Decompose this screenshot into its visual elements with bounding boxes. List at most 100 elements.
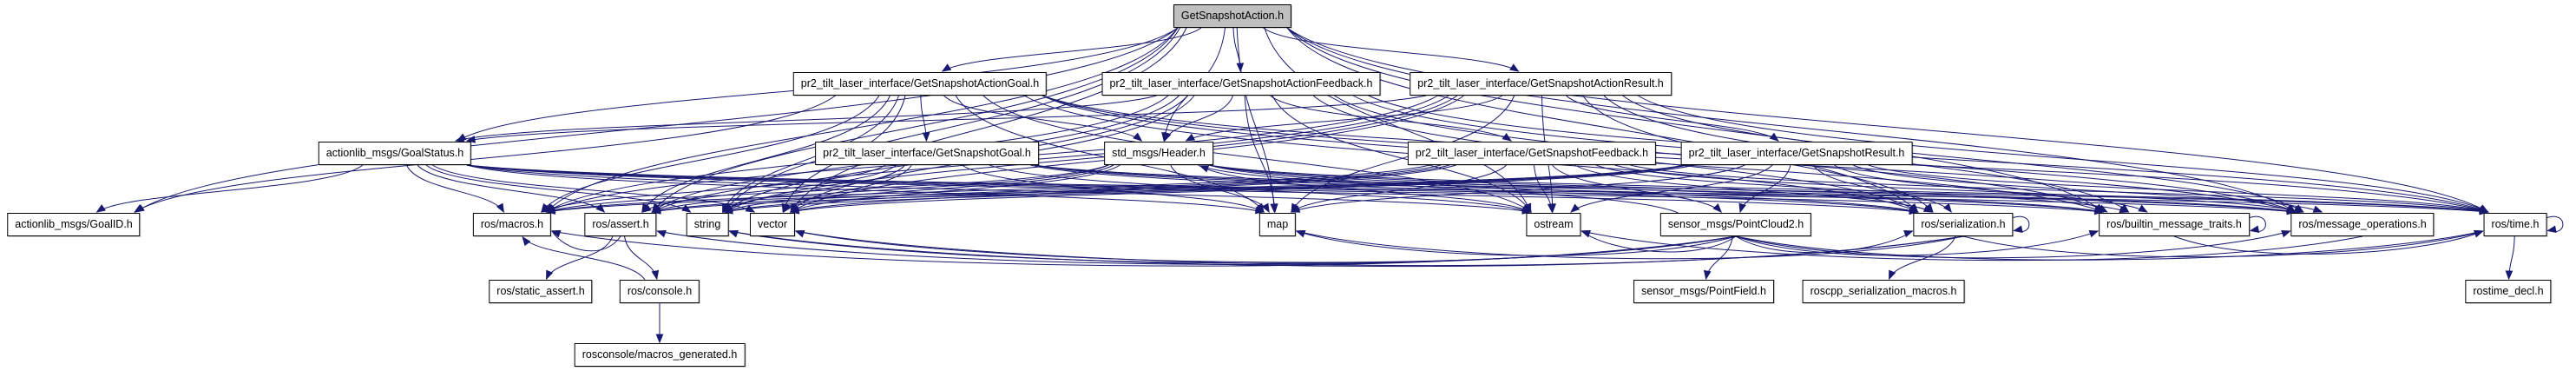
- edge-line: [1296, 230, 1737, 256]
- edge-arrowhead: [2249, 225, 2260, 233]
- edge-arrowhead: [1580, 230, 1591, 238]
- graph-node-afb[interactable]: pr2_tilt_laser_interface/GetSnapshotActi…: [1101, 72, 1381, 96]
- edge-line: [1198, 164, 1531, 213]
- edge-arrowhead: [1254, 204, 1265, 213]
- edge-line: [1199, 165, 1679, 214]
- edge-arrowhead: [1712, 203, 1723, 213]
- edge-line: [1270, 95, 1512, 142]
- graph-node-rsm[interactable]: roscpp_serialization_macros.h: [1802, 280, 1965, 303]
- graph-node-pc2[interactable]: sensor_msgs/PointCloud2.h: [1659, 213, 1812, 236]
- edge-line: [546, 164, 1430, 213]
- edge-line: [989, 164, 1531, 213]
- edge-line: [1368, 95, 2488, 213]
- edge-arrowhead: [922, 132, 930, 142]
- graph-node-root: GetSnapshotAction.h: [1173, 4, 1292, 28]
- graph-node-rmg[interactable]: rosconsole/macros_generated.h: [574, 343, 746, 367]
- edge-arrowhead: [1509, 63, 1520, 72]
- edge-arrowhead: [522, 235, 531, 247]
- graph-node-rdecl[interactable]: rostime_decl.h: [2465, 280, 2552, 303]
- edge-line: [546, 27, 1179, 213]
- edge-arrowhead: [1295, 230, 1306, 238]
- graph-node-pfield[interactable]: sensor_msgs/PointField.h: [1633, 280, 1774, 303]
- graph-node-mop[interactable]: ros/message_operations.h: [2290, 213, 2435, 236]
- graph-node-macros[interactable]: ros/macros.h: [472, 213, 552, 236]
- edge-line: [546, 235, 614, 280]
- edge-line: [642, 164, 897, 213]
- edge-arrowhead: [728, 230, 739, 238]
- graph-node-map[interactable]: map: [1258, 213, 1297, 236]
- graph-node-assert[interactable]: ros/assert.h: [584, 213, 657, 236]
- edge-line: [1286, 27, 2104, 213]
- edge-arrowhead: [1909, 206, 1919, 214]
- graph-node-goalid[interactable]: actionlib_msgs/GoalID.h: [7, 213, 141, 236]
- edge-line: [1291, 164, 1508, 213]
- edge-line: [1834, 164, 2147, 213]
- edge-arrowhead: [1903, 230, 1914, 238]
- edge-line: [1868, 164, 2488, 213]
- edge-line: [425, 164, 691, 213]
- edge-arrowhead: [2093, 206, 2105, 215]
- graph-node-vector[interactable]: vector: [749, 213, 796, 236]
- edge-arrowhead: [2013, 225, 2023, 233]
- edge-arrowhead: [1261, 202, 1270, 214]
- edge-arrowhead: [1547, 203, 1555, 214]
- edge-line: [1263, 27, 1519, 72]
- edge-line: [1286, 27, 1918, 213]
- edge-line: [1236, 27, 1275, 213]
- edge-arrowhead: [1133, 132, 1143, 142]
- edge-line: [1291, 95, 1515, 213]
- edge-arrowhead: [2119, 205, 2129, 214]
- edge-arrowhead: [1889, 269, 1896, 281]
- graph-node-agoal[interactable]: pr2_tilt_laser_interface/GetSnapshotActi…: [792, 72, 1048, 96]
- graph-node-time[interactable]: ros/time.h: [2483, 213, 2547, 236]
- edge-arrowhead: [1703, 269, 1712, 281]
- graph-node-sgoal[interactable]: pr2_tilt_laser_interface/GetSnapshotGoal…: [815, 142, 1039, 165]
- edge-arrowhead: [1738, 202, 1746, 214]
- graph-node-ser[interactable]: ros/serialization.h: [1913, 213, 2014, 236]
- graph-node-gstatus[interactable]: actionlib_msgs/GoalStatus.h: [318, 142, 472, 165]
- edge-arrowhead: [794, 230, 805, 238]
- edge-line: [722, 164, 906, 213]
- edge-arrowhead: [1942, 202, 1953, 214]
- edge-line: [1208, 164, 1918, 213]
- edge-line: [1735, 230, 2290, 259]
- graph-node-ares[interactable]: pr2_tilt_laser_interface/GetSnapshotActi…: [1410, 72, 1672, 96]
- edge-arrowhead: [641, 204, 652, 213]
- edge-line: [1812, 164, 1952, 213]
- edge-line: [942, 27, 1202, 72]
- edge-line: [466, 164, 1265, 213]
- edge-line: [2173, 230, 2483, 255]
- edge-line: [406, 164, 504, 213]
- edge-arrowhead: [1521, 204, 1532, 213]
- edge-line: [1570, 164, 1773, 213]
- edge-arrowhead: [1922, 204, 1934, 213]
- edge-arrowhead: [1199, 165, 1210, 173]
- edge-line: [551, 230, 621, 252]
- graph-node-string[interactable]: string: [686, 213, 729, 236]
- edge-arrowhead: [550, 230, 562, 238]
- edge-line: [456, 95, 1157, 142]
- edge-line: [1296, 230, 1964, 260]
- edge-line: [1581, 230, 1737, 253]
- edge-line: [546, 164, 1686, 213]
- edge-line: [1208, 164, 2488, 213]
- edge-line: [1735, 230, 2483, 261]
- edge-arrowhead: [545, 206, 556, 214]
- edge-line: [652, 95, 1449, 213]
- graph-node-sfb[interactable]: pr2_tilt_laser_interface/GetSnapshotFeed…: [1407, 142, 1657, 165]
- graph-node-sassert[interactable]: ros/static_assert.h: [489, 280, 593, 303]
- graph-node-console[interactable]: ros/console.h: [619, 280, 700, 303]
- edge-arrowhead: [651, 269, 660, 281]
- edge-line: [652, 164, 1442, 213]
- edge-line: [551, 230, 1737, 267]
- edge-line: [1186, 95, 1503, 142]
- graph-node-header[interactable]: std_msgs/Header.h: [1104, 142, 1213, 165]
- graph-node-ostream[interactable]: ostream: [1526, 213, 1581, 236]
- graph-node-sres[interactable]: pr2_tilt_laser_interface/GetSnapshotResu…: [1680, 142, 1913, 165]
- graph-node-bmt[interactable]: ros/builtin_message_traits.h: [2099, 213, 2250, 236]
- edge-arrowhead: [465, 136, 476, 143]
- edge-line: [1630, 164, 2488, 213]
- edge-line: [1170, 164, 1270, 213]
- edge-line: [134, 95, 836, 213]
